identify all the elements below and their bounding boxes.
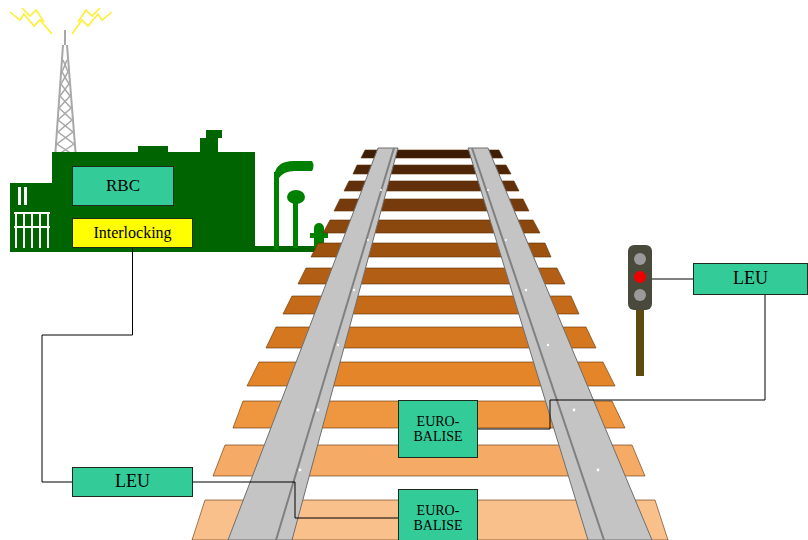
interlocking-box: Interlocking xyxy=(72,218,193,248)
connector-wire xyxy=(478,295,765,429)
railway-signal xyxy=(628,245,693,376)
box-label: Interlocking xyxy=(93,224,171,241)
box-label: EURO- BALISE xyxy=(399,414,477,444)
lightning-bolt xyxy=(78,8,100,22)
rail-stud xyxy=(597,469,600,472)
street-furniture xyxy=(274,161,328,250)
signal-lamp xyxy=(634,289,646,301)
rail-stud xyxy=(573,409,576,412)
rail-stud xyxy=(317,409,320,412)
box-label: LEU xyxy=(733,269,768,288)
rail-studs xyxy=(299,189,600,471)
radio-tower xyxy=(55,30,76,158)
rail-stud xyxy=(337,344,339,346)
box-label: EURO- BALISE xyxy=(399,503,477,533)
eurobalise-box: EURO- BALISE xyxy=(398,400,478,458)
rail xyxy=(468,148,652,540)
signal-lamp xyxy=(634,271,646,283)
rail-stud xyxy=(525,289,527,291)
tower-brace xyxy=(57,60,75,156)
radio-waves xyxy=(10,8,112,34)
rail-edge xyxy=(276,148,394,540)
building-body xyxy=(52,130,255,252)
rail xyxy=(228,148,398,540)
leu-box: LEU xyxy=(72,467,193,497)
control-building xyxy=(10,130,330,252)
lamp-post xyxy=(274,172,279,250)
connector-wire xyxy=(193,482,398,518)
antenna-mast xyxy=(64,30,66,45)
rail-stud xyxy=(505,239,507,241)
rail-stud xyxy=(380,189,382,191)
fence-post xyxy=(47,212,49,248)
rail-stud xyxy=(299,469,302,472)
connector-wire xyxy=(42,248,133,482)
leu-box: LEU xyxy=(693,263,808,295)
building-annex xyxy=(10,183,52,252)
fence-post xyxy=(31,212,33,248)
lightning-bolt xyxy=(22,8,44,22)
rbc-box: RBC xyxy=(72,166,174,206)
rails xyxy=(228,148,652,540)
rail-edge xyxy=(472,148,604,540)
box-label: LEU xyxy=(115,472,150,491)
lamp-head xyxy=(274,161,314,178)
tower-leg xyxy=(67,45,76,158)
window-bar xyxy=(24,187,27,205)
window-bar xyxy=(18,187,21,205)
box-label: RBC xyxy=(106,177,140,195)
signal-wire xyxy=(652,279,693,280)
tower-brace xyxy=(56,60,74,156)
hydrant-nozzle xyxy=(310,233,328,238)
fence-post xyxy=(23,212,25,248)
eurobalise-box: EURO- BALISE xyxy=(398,489,478,540)
fence-post xyxy=(15,212,17,248)
water-tank-stem xyxy=(293,200,298,248)
signal-pole xyxy=(636,308,644,376)
fence-post xyxy=(39,212,41,248)
building-details xyxy=(14,187,50,248)
rail-stud xyxy=(353,289,355,291)
rail-stud xyxy=(367,239,369,241)
rail-stud xyxy=(547,344,549,346)
signal-head xyxy=(628,245,652,310)
signal-lamp xyxy=(634,253,646,265)
rail-stud xyxy=(487,189,489,191)
